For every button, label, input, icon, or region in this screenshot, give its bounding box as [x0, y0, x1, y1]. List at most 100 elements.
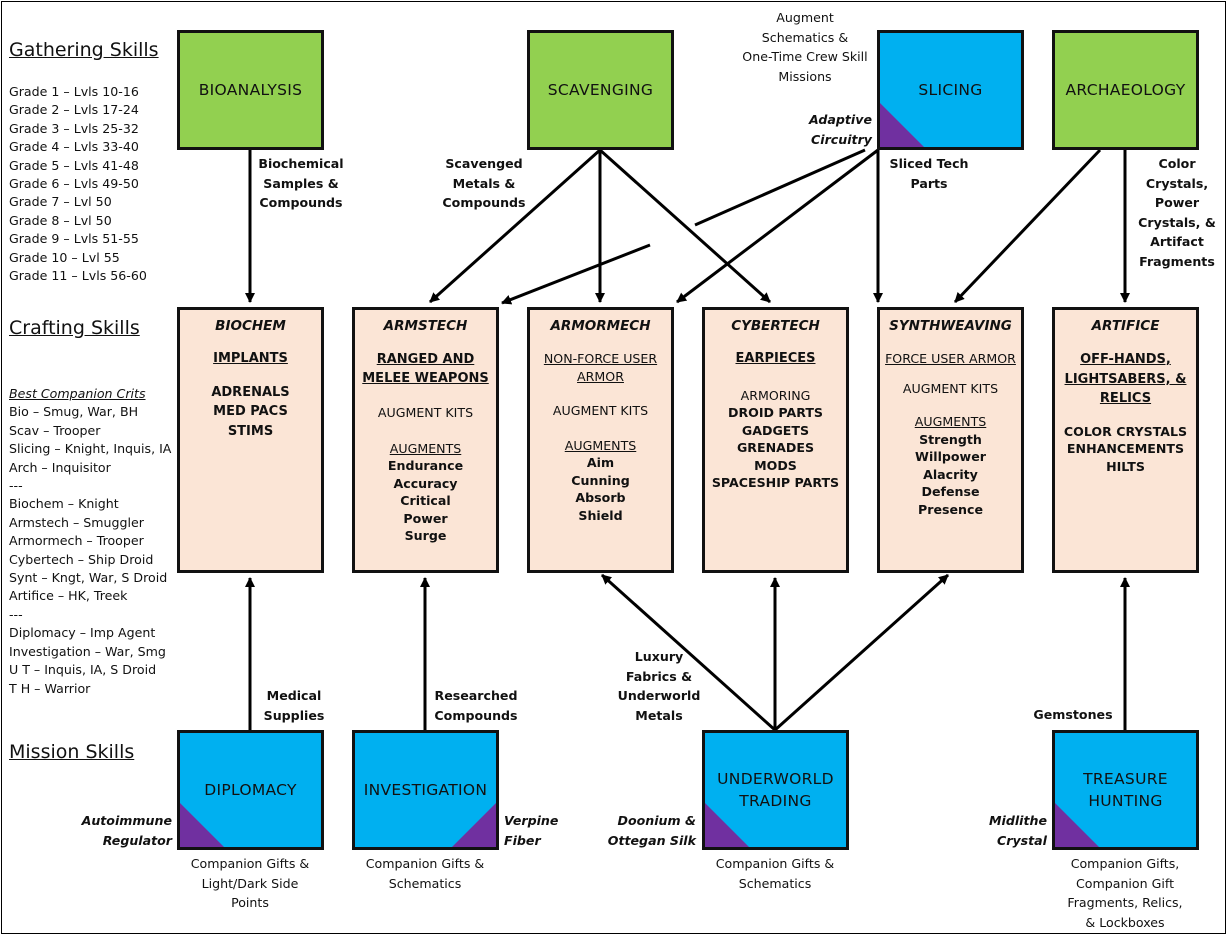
- armormech-item: Cunning: [571, 472, 630, 488]
- armormech-box: ARMORMECH NON-FORCE USER ARMOR AUGMENT K…: [527, 307, 674, 573]
- armstech-title: ARMSTECH: [383, 318, 468, 334]
- grade-item: Grade 11 – Lvls 56-60: [9, 268, 147, 284]
- slicing-box: SLICING: [877, 30, 1024, 150]
- biochem-adrenals: ADRENALS: [211, 384, 290, 400]
- synthweaving-item: Strength: [919, 431, 982, 447]
- companion-crit-title: Best Companion Crits: [9, 386, 146, 401]
- synthweaving-line1: FORCE USER ARMOR: [885, 351, 1016, 366]
- companion-crit-item: Synt – Kngt, War, S Droid: [9, 570, 168, 586]
- biochem-box: BIOCHEM IMPLANTS ADRENALS MED PACS STIMS: [177, 307, 324, 573]
- companion-crit-item: U T – Inquis, IA, S Droid: [9, 662, 157, 678]
- synthweaving-item: Alacrity: [923, 466, 978, 482]
- companion-crit-list: Best Companion Crits Bio – Smug, War, BH…: [9, 385, 171, 698]
- heading-gathering: Gathering Skills: [9, 39, 159, 61]
- underworld-label-1: UNDERWORLD: [717, 770, 834, 788]
- cybertech-item: GRENADES: [736, 440, 815, 455]
- armstech-augments: AUGMENTS: [389, 440, 462, 456]
- companion-crit-item: Bio – Smug, War, BH: [9, 404, 139, 420]
- companion-crit-item: Diplomacy – Imp Agent: [9, 625, 156, 641]
- armormech-title: ARMORMECH: [550, 318, 651, 334]
- scavenging-box: SCAVENGING: [527, 30, 674, 150]
- underworld-trading-box: UNDERWORLD TRADING: [702, 730, 849, 850]
- investigation-box: INVESTIGATION: [352, 730, 499, 850]
- armormech-augments: AUGMENTS: [564, 437, 637, 453]
- grade-item: Grade 7 – Lvl 50: [9, 194, 112, 210]
- grade-item: Grade 3 – Lvls 25-32: [9, 120, 139, 136]
- rare-item-triangle: [452, 803, 496, 847]
- reward-treasure: Companion Gifts,Companion Gift Fragments…: [1067, 856, 1183, 930]
- slicing-label: SLICING: [918, 81, 983, 99]
- biochem-medpacs: MED PACS: [213, 404, 288, 419]
- heading-crafting: Crafting Skills: [9, 317, 140, 339]
- synthweaving-item: Presence: [918, 501, 983, 517]
- bioanalysis-label: BIOANALYSIS: [198, 81, 303, 99]
- treasure-label-2: HUNTING: [1088, 792, 1163, 810]
- artifice-title: ARTIFICE: [1091, 318, 1160, 334]
- companion-crit-item: Investigation – War, Smg: [9, 643, 166, 659]
- cybertech-item: ARMORING: [740, 387, 811, 403]
- armormech-line1: NON-FORCE USER: [543, 351, 658, 366]
- companion-crit-item: Slicing – Knight, Inquis, IA: [9, 441, 172, 457]
- biochem-title: BIOCHEM: [215, 318, 286, 334]
- arrow-slicing-armormech: [676, 148, 879, 304]
- reward-underworld: Companion Gifts &Schematics: [715, 856, 835, 891]
- grade-item: Grade 1 – Lvls 10-16: [9, 84, 139, 99]
- biochem-stims: STIMS: [227, 423, 274, 439]
- archaeology-box: ARCHAEOLOGY: [1052, 30, 1199, 150]
- artifice-line3: RELICS: [1099, 391, 1152, 406]
- arrow-slicing-armstech-a: [694, 148, 866, 227]
- rare-item-triangle: [180, 803, 224, 847]
- artifice-line1: OFF-HANDS,: [1080, 352, 1171, 367]
- grade-item: Grade 9 – Lvls 51-55: [9, 231, 139, 247]
- heading-mission: Mission Skills: [9, 741, 135, 763]
- armstech-line2: MELEE WEAPONS: [362, 371, 489, 386]
- cybertech-earpieces: EARPIECES: [735, 351, 816, 366]
- companion-crit-item: Cybertech – Ship Droid: [9, 551, 154, 567]
- grade-item: Grade 6 – Lvls 49-50: [9, 176, 139, 192]
- underworld-label-2: TRADING: [739, 792, 812, 810]
- artifice-item: HILTS: [1106, 458, 1145, 474]
- biochem-implants: IMPLANTS: [213, 351, 288, 366]
- armstech-augkits: AUGMENT KITS: [377, 405, 474, 420]
- cybertech-item: MODS: [754, 457, 797, 473]
- armstech-line1: RANGED AND: [376, 352, 475, 367]
- arrow-underworld-armormech: [600, 573, 777, 732]
- armstech-item: Critical: [400, 493, 451, 508]
- scavenging-label: SCAVENGING: [547, 81, 654, 99]
- armstech-box: ARMSTECH RANGED AND MELEE WEAPONS AUGMEN…: [352, 307, 499, 573]
- grade-item: Grade 5 – Lvls 41-48: [9, 157, 139, 173]
- armormech-line2: ARMOR: [577, 368, 624, 384]
- companion-crit-item: Biochem – Knight: [9, 496, 119, 512]
- companion-crit-item: T H – Warrior: [9, 680, 91, 696]
- armstech-item: Surge: [404, 528, 447, 543]
- arrow-scavenging-armstech: [429, 148, 601, 304]
- treasure-label-1: TREASURE: [1083, 770, 1168, 788]
- synthweaving-augkits: AUGMENT KITS: [902, 380, 999, 396]
- grade-item: Grade 8 – Lvl 50: [9, 212, 112, 228]
- arrow-slicing-armstech-b: [501, 243, 651, 305]
- artifice-item: ENHANCEMENTS: [1066, 441, 1185, 456]
- treasure-hunting-box: TREASURE HUNTING: [1052, 730, 1199, 850]
- grade-item: Grade 4 – Lvls 33-40: [9, 139, 139, 155]
- cybertech-title: CYBERTECH: [731, 318, 820, 334]
- rare-doonium-silk: Doonium &Ottegan Silk: [607, 813, 696, 848]
- cybertech-item: GADGETS: [741, 422, 810, 438]
- synthweaving-title: SYNTHWEAVING: [889, 318, 1012, 334]
- companion-crit-item: ---: [9, 606, 23, 622]
- companion-crit-item: Scav – Trooper: [9, 422, 101, 438]
- armstech-item: Accuracy: [393, 475, 458, 491]
- reward-investigation: Companion Gifts &Schematics: [365, 856, 485, 891]
- companion-crit-item: Arch – Inquisitor: [9, 459, 111, 475]
